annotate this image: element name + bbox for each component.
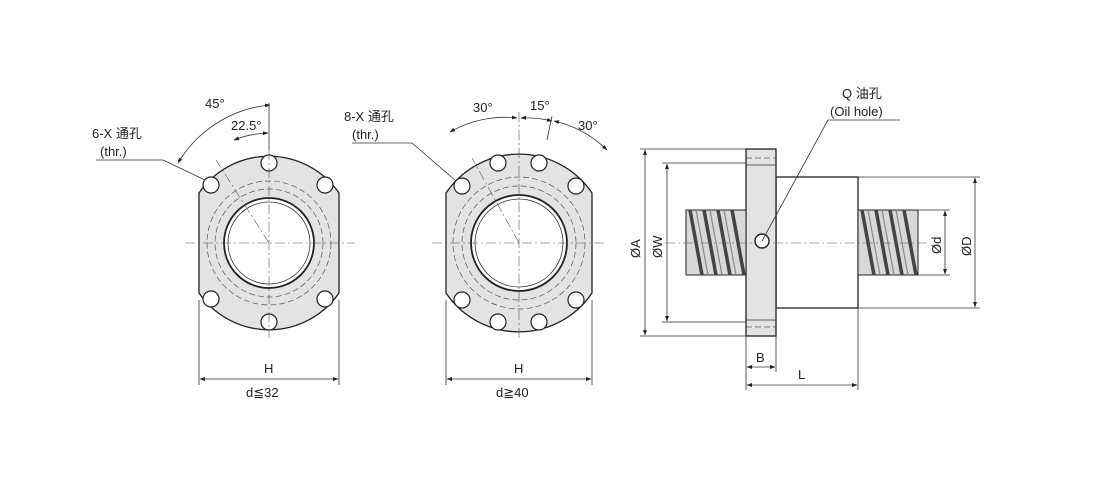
middle-bolt-hole <box>567 291 585 309</box>
side-view: Q 油孔 (Oil hole) ØA ØW Ød ØD B L <box>628 86 980 390</box>
middle-hole-label: 8-X 通孔 <box>344 109 394 124</box>
left-bolt-hole <box>202 290 220 308</box>
middle-callout-leader <box>411 142 457 182</box>
middle-30-arc-right <box>553 120 608 151</box>
oil-label-en: (Oil hole) <box>830 104 883 119</box>
middle-bolt-hole <box>530 154 548 172</box>
middle-bolt-hole <box>530 313 548 331</box>
left-h-label: H <box>264 361 273 376</box>
middle-bolt-hole <box>489 313 507 331</box>
middle-30-arc-left <box>449 115 518 133</box>
middle-bolt-hole <box>453 177 471 195</box>
middle-15-arc <box>520 115 553 122</box>
oil-leader <box>761 119 829 242</box>
middle-bolt-holes <box>453 154 585 331</box>
middle-bolt-hole <box>453 291 471 309</box>
left-callout-leader <box>162 159 206 181</box>
left-angle-line <box>215 159 270 244</box>
middle-angle-30-right: 30° <box>578 118 598 133</box>
middle-hole-label-en: (thr.) <box>352 127 379 142</box>
left-hole-label-en: (thr.) <box>100 144 127 159</box>
left-bolt-hole <box>316 176 334 194</box>
dim-w-label: ØW <box>650 235 665 258</box>
left-bolt-hole <box>316 290 334 308</box>
left-bolt-holes <box>202 154 334 331</box>
middle-front-view: 30° 15° 30° 8-X 通孔 (thr.) H d≧40 <box>344 98 608 400</box>
left-22-arc <box>233 131 269 141</box>
left-angle-45: 45° <box>205 96 225 111</box>
screw-thread-right <box>857 209 919 276</box>
dim-l-label: L <box>798 367 805 382</box>
left-condition: d≦32 <box>246 385 279 400</box>
middle-angle-line <box>471 157 520 244</box>
nut-body <box>775 176 859 309</box>
middle-h-label: H <box>514 361 523 376</box>
screw-thread-left <box>685 209 747 276</box>
middle-bolt-hole <box>567 177 585 195</box>
middle-ext-line <box>546 115 553 141</box>
left-45-arc <box>177 103 271 164</box>
middle-condition: d≧40 <box>496 385 529 400</box>
middle-angle-30-left: 30° <box>473 100 493 115</box>
dim-d-big-label: ØD <box>959 237 974 257</box>
left-bolt-hole <box>202 176 220 194</box>
oil-label: Q 油孔 <box>842 86 882 101</box>
left-angle-22: 22.5° <box>231 118 262 133</box>
middle-angle-15: 15° <box>530 98 550 113</box>
left-hole-label: 6-X 通孔 <box>92 126 142 141</box>
middle-bolt-hole <box>489 154 507 172</box>
dim-b-label: B <box>756 350 765 365</box>
dim-a-label: ØA <box>628 239 643 258</box>
dim-d-small-label: Ød <box>929 237 944 254</box>
left-front-view: 45° 22.5° 6-X 通孔 (thr.) H d≦32 <box>92 96 355 400</box>
